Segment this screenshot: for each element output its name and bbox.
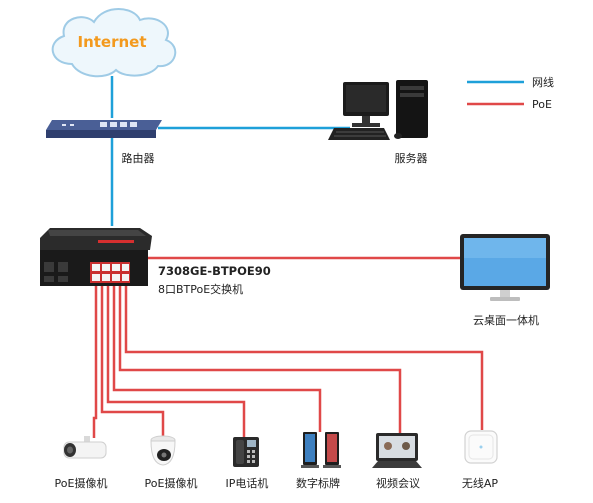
device-label: PoE摄像机	[145, 476, 198, 490]
poe-link-2	[100, 282, 165, 436]
switch-icon	[40, 228, 152, 286]
internet-cloud-icon: Internet	[51, 8, 177, 78]
switch-description-label: 8口BTPoE交换机	[158, 282, 243, 296]
poe-link-6	[124, 282, 484, 430]
dome-camera-icon	[150, 435, 176, 466]
server-label: 服务器	[395, 152, 428, 165]
device-label: 数字标牌	[296, 476, 340, 490]
switch-model-label: 7308GE-BTPOE90	[158, 264, 271, 278]
poe-link-3	[106, 282, 246, 437]
device-label: 视频会议	[376, 476, 420, 490]
legend-network-label: 网线	[532, 75, 554, 89]
router-label: 路由器	[122, 151, 155, 165]
server-icon	[328, 80, 428, 140]
bullet-camera-icon	[63, 436, 107, 459]
device-label: IP电话机	[226, 476, 269, 490]
desktop-monitor-icon	[460, 234, 550, 301]
poe-links	[92, 256, 484, 438]
network-links	[110, 76, 350, 226]
video-conference-icon	[372, 433, 422, 468]
device-label: PoE摄像机	[55, 476, 108, 490]
ip-phone-icon	[233, 437, 259, 467]
legend: 网线 PoE	[467, 75, 554, 111]
internet-label: Internet	[77, 33, 146, 51]
router-icon	[46, 120, 162, 138]
poe-link-4	[112, 282, 322, 432]
poe-link-5	[118, 282, 402, 433]
wireless-ap-icon	[464, 430, 498, 464]
device-label: 无线AP	[462, 476, 499, 490]
digital-signage-icon	[301, 432, 341, 468]
legend-poe-label: PoE	[532, 98, 552, 111]
poe-link-1	[92, 282, 98, 438]
desktop-label: 云桌面一体机	[473, 313, 539, 327]
